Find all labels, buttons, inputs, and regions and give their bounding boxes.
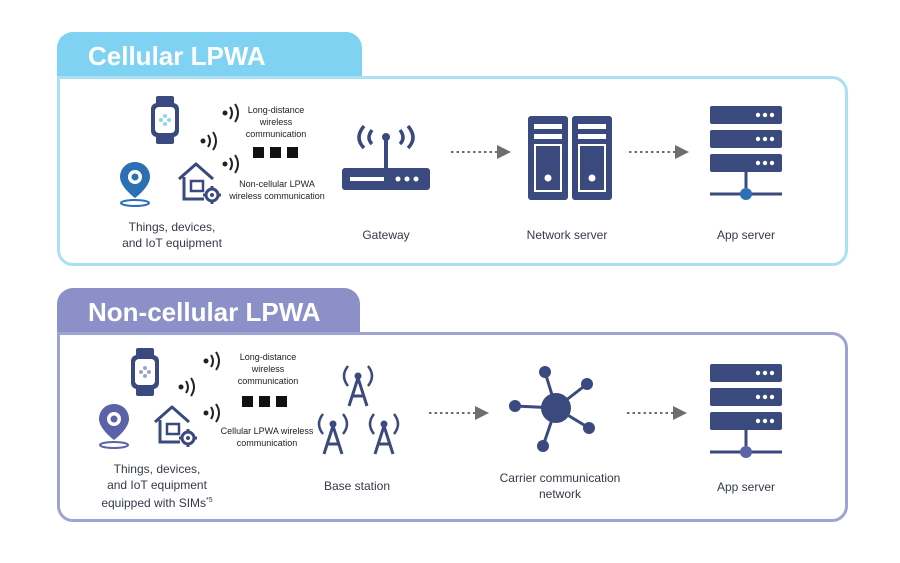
cellular-lpwa-section: Cellular LPWA [57, 32, 848, 268]
wireless-signal-icon [200, 131, 217, 151]
arrow-icon [627, 406, 687, 420]
signal-label-long-distance: Long-distance wireless communication [245, 105, 307, 139]
noncellular-lpwa-section: Non-cellular LPWA [57, 288, 848, 524]
network-server-label: Network server [526, 228, 608, 242]
wireless-signal-icon [178, 377, 195, 397]
signal-label-cellular: Cellular LPWA wireless communication [220, 426, 314, 448]
cell-tower-icon [317, 413, 349, 455]
wireless-signal-icon [222, 154, 239, 174]
router-icon [342, 124, 430, 190]
location-pin-icon [120, 162, 150, 207]
carrier-network-label: Carrier communication network [499, 471, 621, 501]
cell-tower-icon [368, 413, 400, 455]
wireless-signal-icon [222, 103, 239, 123]
arrow-icon [451, 145, 511, 159]
signal-label-noncellular: Non-cellular LPWA wireless communication [229, 179, 325, 201]
smartwatch-icon [131, 348, 159, 396]
server-rack-icon [710, 106, 782, 200]
arrow-icon [429, 406, 489, 420]
separator-squares [253, 147, 303, 159]
footnote-mark: *5 [206, 497, 213, 504]
base-station-label: Base station [323, 479, 391, 493]
network-hub-icon [509, 366, 595, 452]
cellular-lpwa-title: Cellular LPWA [57, 32, 362, 82]
wireless-signal-icon [203, 351, 220, 371]
smart-home-icon [178, 162, 221, 204]
app-server-label: App server [716, 480, 776, 494]
app-server-label: App server [716, 228, 776, 242]
separator-squares [242, 396, 292, 408]
server-tower-icon [528, 116, 612, 200]
smartwatch-icon [151, 96, 179, 144]
arrow-icon [629, 145, 689, 159]
server-rack-icon [710, 364, 782, 458]
location-pin-icon [99, 404, 129, 449]
wireless-signal-icon [203, 403, 220, 423]
signal-label-long-distance: Long-distance wireless communication [237, 352, 299, 386]
cell-tower-icon [342, 365, 374, 407]
gateway-label: Gateway [362, 228, 410, 242]
noncellular-lpwa-title: Non-cellular LPWA [57, 288, 360, 338]
smart-home-icon [154, 405, 197, 447]
things-label: Things, devices,and IoT equipment [122, 220, 222, 250]
